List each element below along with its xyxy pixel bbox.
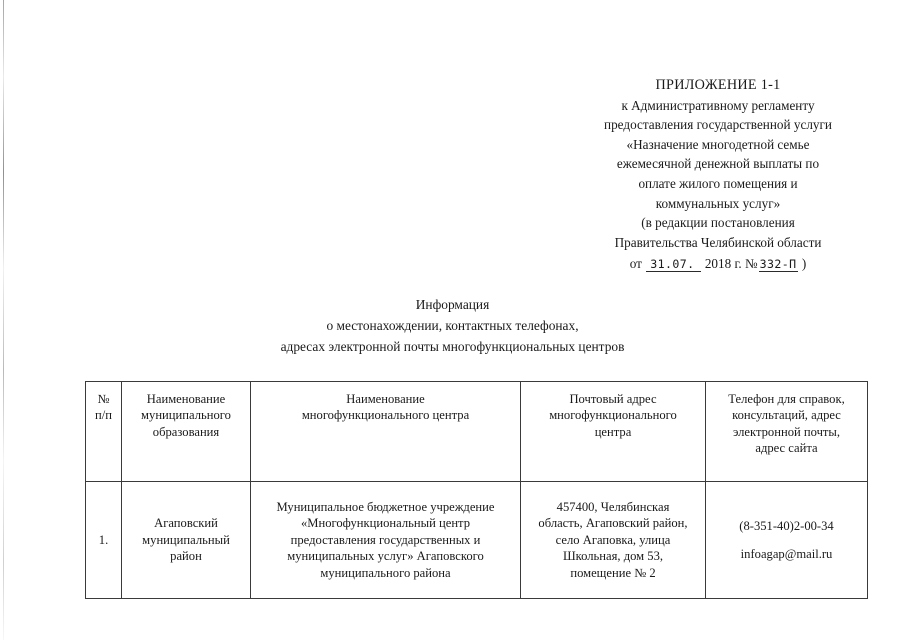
cell-postal-address-line-1: 457400, Челябинская: [556, 499, 670, 514]
column-header-center-name: Наименование многофункционального центра: [250, 381, 521, 482]
header-line-purpose-4: коммунальных услуг»: [655, 195, 781, 211]
cell-postal-address-line-2: область, Агаповский район,: [538, 516, 688, 531]
column-header-municipality-line-3: образования: [152, 424, 220, 439]
table-header-row: № п/п Наименование муниципального образо…: [85, 381, 868, 482]
column-header-number: № п/п: [85, 381, 122, 482]
decree-number-value: 332-П: [758, 257, 798, 273]
cell-center-name-line-1: Муниципальное бюджетное учреждение: [276, 499, 495, 514]
cell-center-name: Муниципальное бюджетное учреждение «Мног…: [250, 481, 521, 599]
appendix-number: ПРИЛОЖЕНИЕ 1-1: [655, 77, 781, 93]
column-header-postal-address: Почтовый адрес многофункционального цент…: [520, 381, 706, 482]
column-header-postal-address-line-2: многофункционального: [549, 408, 677, 423]
header-line-purpose-2: ежемесячной денежной выплаты по: [616, 156, 820, 172]
cell-postal-address-line-3: село Агаповка, улица: [555, 532, 671, 547]
cell-municipality-line-2: муниципальный: [142, 532, 230, 547]
document-header-block: ПРИЛОЖЕНИЕ 1-1 к Административному регла…: [572, 76, 864, 274]
column-header-contacts-line-1: Телефон для справок,: [728, 392, 845, 406]
cell-postal-address: 457400, Челябинская область, Агаповский …: [520, 481, 706, 599]
column-header-number-line-1: №: [97, 392, 110, 406]
cell-phone-number: (8-351-40)2-00-34: [739, 519, 834, 534]
header-line-government: Правительства Челябинской области: [614, 234, 822, 250]
column-header-contacts-line-3: электронной почты,: [732, 424, 841, 439]
cell-row-number: 1.: [85, 481, 122, 599]
column-header-contacts: Телефон для справок, консультаций, адрес…: [705, 381, 868, 482]
cell-postal-address-line-4: Школьная, дом 53,: [562, 549, 664, 564]
cell-email-address: infoagap@mail.ru: [740, 546, 833, 561]
cell-contacts: (8-351-40)2-00-34 infoagap@mail.ru: [705, 481, 868, 599]
page-title: Информация о местонахождении, контактных…: [0, 294, 905, 357]
scan-edge-artifact: [3, 0, 4, 640]
table-row: 1. Агаповский муниципальный район Муници…: [85, 481, 868, 599]
decree-year-label: 2018 г. №: [704, 256, 758, 272]
decree-date-value: 31.07.: [646, 257, 701, 273]
column-header-number-line-2: п/п: [95, 408, 112, 423]
page-title-line-1: Информация: [415, 297, 490, 312]
header-line-edition: (в редакции постановления: [641, 215, 795, 231]
page-title-line-3: адресах электронной почты многофункциона…: [280, 339, 625, 354]
cell-center-name-line-5: муниципального района: [320, 565, 451, 580]
mfc-information-table: № п/п Наименование муниципального образо…: [85, 381, 868, 599]
cell-center-name-line-4: муниципальных услуг» Агаповского: [287, 549, 484, 564]
date-prefix-label: от: [629, 256, 642, 272]
cell-municipality-line-1: Агаповский: [154, 516, 218, 531]
cell-postal-address-line-5: помещение № 2: [570, 565, 656, 580]
column-header-postal-address-line-1: Почтовый адрес: [569, 392, 657, 406]
column-header-center-name-line-2: многофункционального центра: [301, 408, 470, 423]
column-header-contacts-line-4: адрес сайта: [755, 441, 818, 456]
page-title-line-2: о местонахождении, контактных телефонах,: [326, 318, 579, 333]
column-header-contacts-line-2: консультаций, адрес: [732, 408, 841, 423]
header-line-service: предоставления государственной услуги: [604, 117, 832, 133]
column-header-center-name-line-1: Наименование: [346, 392, 425, 406]
cell-municipality: Агаповский муниципальный район: [121, 481, 251, 599]
contacts-spacer: [711, 535, 862, 546]
cell-center-name-line-3: предоставления государственных и: [290, 532, 481, 547]
header-line-purpose-3: оплате жилого помещения и: [638, 175, 798, 191]
column-header-municipality-line-1: Наименование: [146, 392, 226, 406]
column-header-municipality: Наименование муниципального образования: [121, 381, 251, 482]
cell-municipality-line-3: район: [170, 549, 202, 564]
column-header-postal-address-line-3: центра: [594, 424, 632, 439]
header-line-purpose-1: «Назначение многодетной семье: [626, 136, 810, 152]
header-line-regulation: к Административному регламенту: [621, 97, 815, 113]
cell-center-name-line-2: «Многофункциональный центр: [300, 516, 471, 531]
date-suffix-paren: ): [801, 256, 807, 272]
column-header-municipality-line-2: муниципального: [141, 408, 231, 423]
